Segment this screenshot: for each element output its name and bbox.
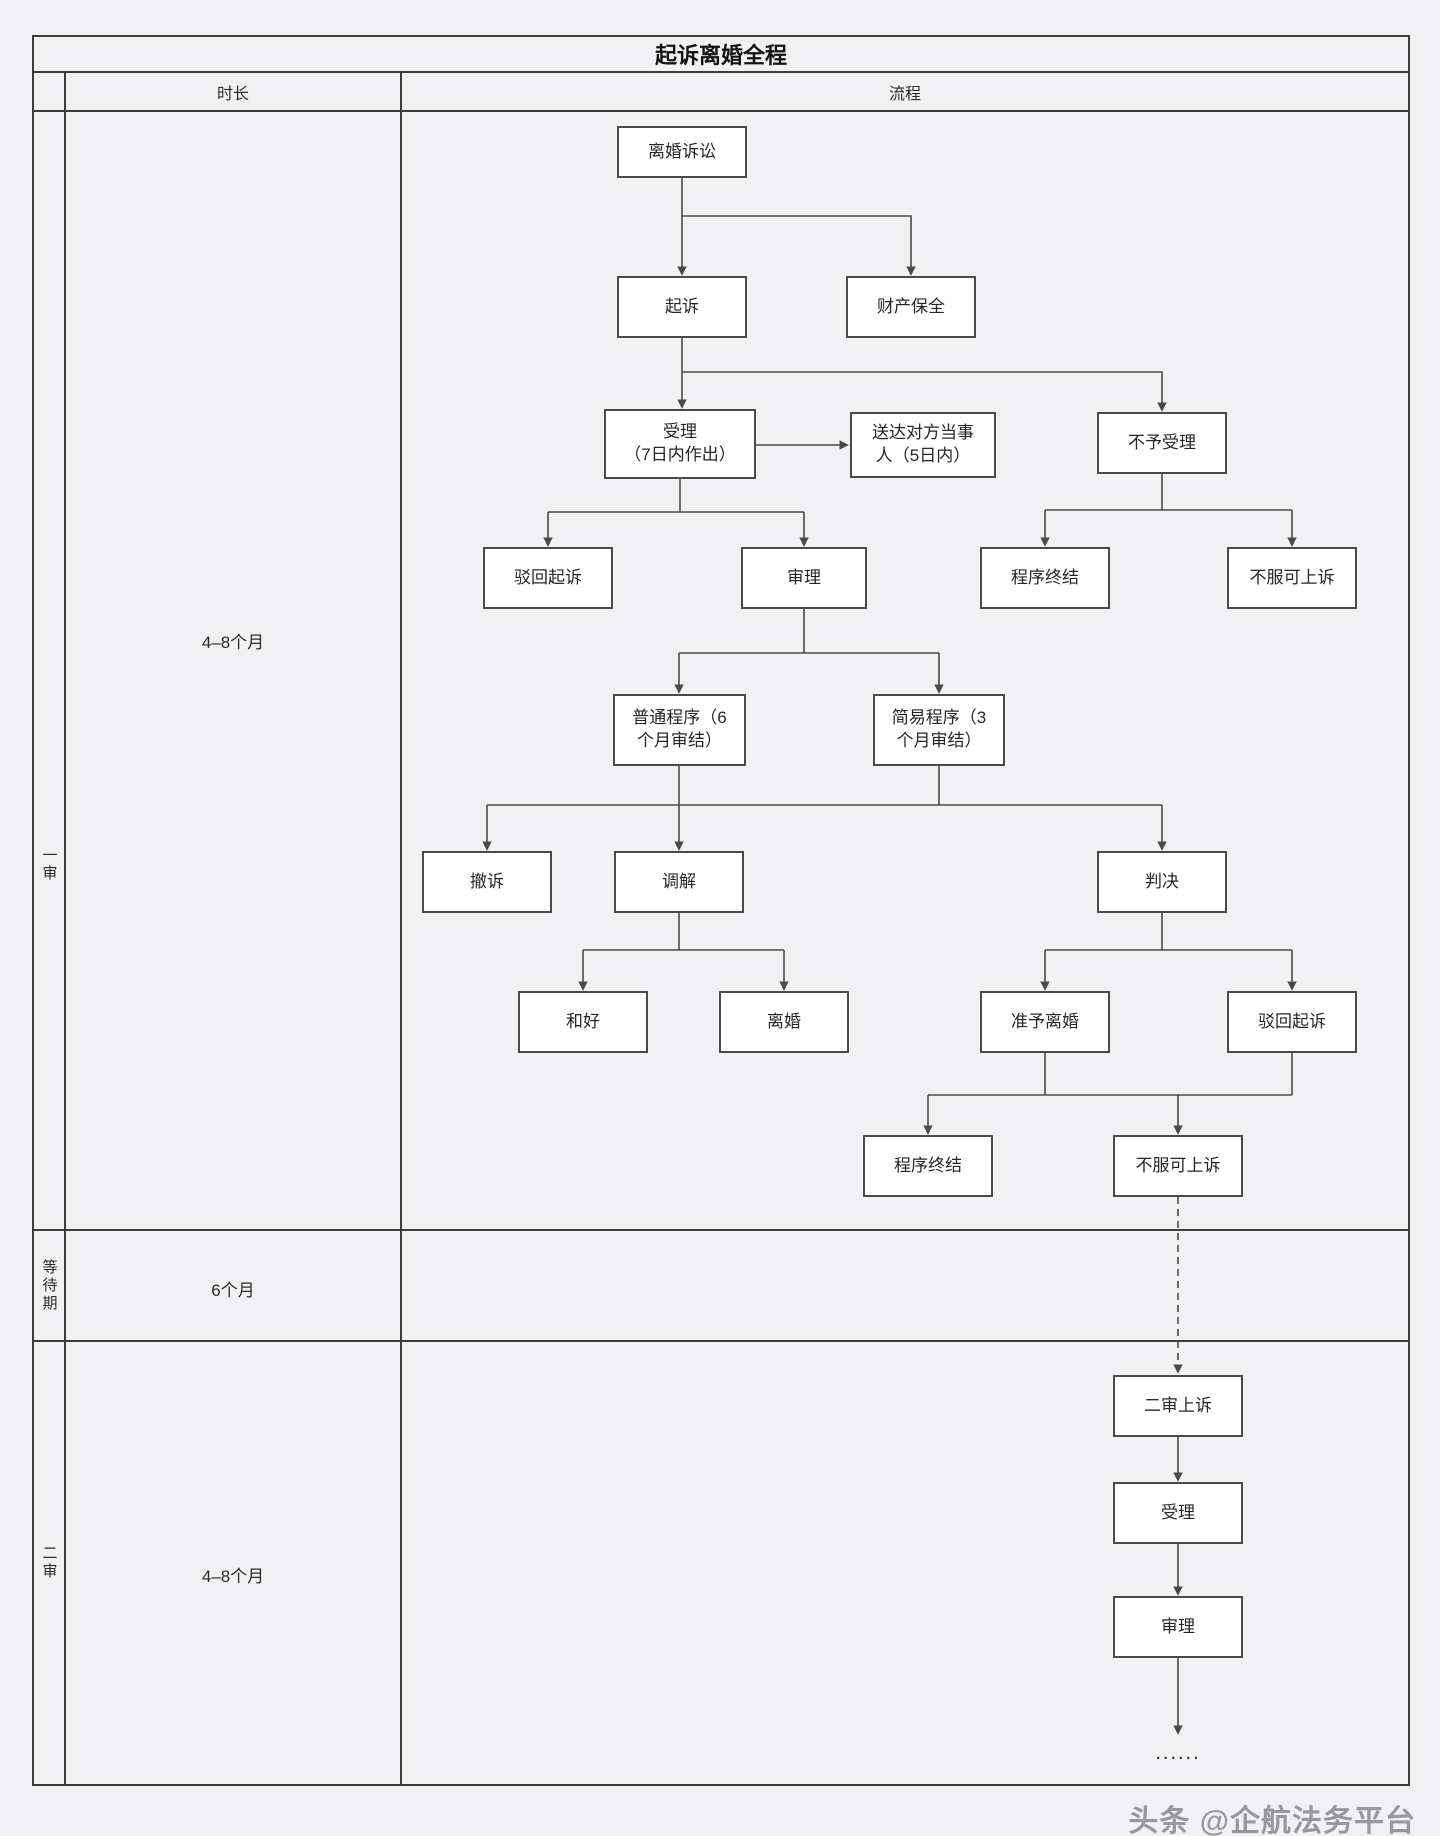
node-withdraw-lawsuit: 撤诉 bbox=[422, 851, 552, 913]
watermark: 头条 @企航法务平台 bbox=[1128, 1805, 1416, 1836]
grid-line-labels-column bbox=[64, 71, 66, 1784]
grid-line-duration-column bbox=[400, 71, 402, 1784]
node-serve-other-party: 送达对方当事 人（5日内） bbox=[850, 412, 996, 478]
node-file-lawsuit: 起诉 bbox=[617, 276, 747, 338]
diagram-title: 起诉离婚全程 bbox=[654, 42, 787, 68]
node-dismiss-lawsuit-2: 驳回起诉 bbox=[1227, 991, 1357, 1053]
duration-waiting-period: 6个月 bbox=[211, 1281, 255, 1300]
node-acceptance-second: 受理 bbox=[1113, 1482, 1243, 1544]
node-divorce-litigation: 离婚诉讼 bbox=[617, 126, 747, 178]
node-appeal-allowed-1: 不服可上诉 bbox=[1227, 547, 1357, 609]
node-trial-1: 审理 bbox=[741, 547, 867, 609]
duration-first-instance: 4–8个月 bbox=[201, 633, 265, 652]
col-header-process: 流程 bbox=[888, 85, 921, 103]
row-label-first-instance: 一审 bbox=[40, 847, 58, 883]
grid-line-header-bottom bbox=[32, 110, 1410, 112]
node-second-instance-appeal: 二审上诉 bbox=[1113, 1375, 1243, 1437]
node-reconciliation: 和好 bbox=[518, 991, 648, 1053]
node-dismiss-lawsuit-1: 驳回起诉 bbox=[483, 547, 613, 609]
node-not-accepted: 不予受理 bbox=[1097, 412, 1227, 474]
grid-line-title-bottom bbox=[32, 71, 1410, 73]
node-judgment: 判决 bbox=[1097, 851, 1227, 913]
node-procedure-end-1: 程序终结 bbox=[980, 547, 1110, 609]
grid-line-row2-bottom bbox=[32, 1340, 1410, 1342]
node-divorce: 离婚 bbox=[719, 991, 849, 1053]
row-label-second-instance: 二审 bbox=[40, 1545, 58, 1581]
node-mediation: 调解 bbox=[614, 851, 744, 913]
node-ordinary-procedure: 普通程序（6 个月审结） bbox=[613, 694, 746, 766]
node-trial-2: 审理 bbox=[1113, 1596, 1243, 1658]
duration-second-instance: 4–8个月 bbox=[201, 1567, 265, 1586]
row-label-waiting-period: 等待期 bbox=[40, 1258, 58, 1313]
node-appeal-allowed-2: 不服可上诉 bbox=[1113, 1135, 1243, 1197]
node-divorce-granted: 准予离婚 bbox=[980, 991, 1110, 1053]
grid-line-row1-bottom bbox=[32, 1229, 1410, 1231]
col-header-duration: 时长 bbox=[216, 85, 249, 103]
node-procedure-end-2: 程序终结 bbox=[863, 1135, 993, 1197]
node-summary-procedure: 简易程序（3 个月审结） bbox=[873, 694, 1005, 766]
node-acceptance-first: 受理 （7日内作出） bbox=[604, 409, 756, 479]
node-ellipsis: ...... bbox=[1155, 1742, 1201, 1764]
process-table-frame bbox=[32, 35, 1410, 1786]
node-property-preservation: 财产保全 bbox=[846, 276, 976, 338]
